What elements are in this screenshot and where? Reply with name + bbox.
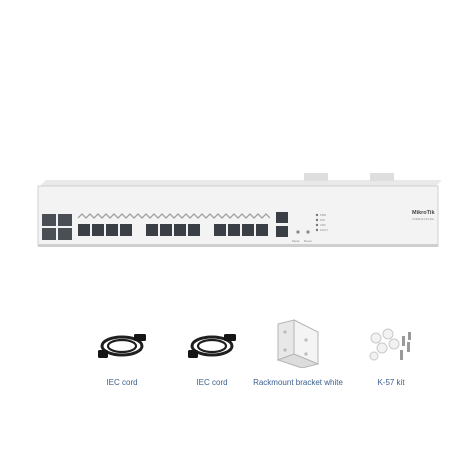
ethernet-port-group	[214, 224, 268, 236]
sfp-port[interactable]	[42, 228, 56, 240]
sfp-port[interactable]	[58, 228, 72, 240]
sfp-cage-group	[42, 214, 72, 240]
sfp-port[interactable]	[42, 214, 56, 226]
ethernet-port[interactable]	[146, 224, 158, 236]
router-bottom-edge	[38, 244, 438, 247]
ethernet-port[interactable]	[256, 224, 268, 236]
router-rear-ear	[370, 173, 394, 181]
usr-led	[315, 223, 319, 227]
router-front-panel	[37, 185, 439, 247]
led-label: USR	[320, 223, 326, 227]
model-label: CCR2116-12G-4S+	[412, 217, 435, 221]
pwr-led	[315, 213, 319, 217]
ethernet-port[interactable]	[188, 224, 200, 236]
ethernet-port[interactable]	[78, 224, 90, 236]
ethernet-port[interactable]	[120, 224, 132, 236]
accessory-label: IEC cord	[106, 378, 138, 387]
mode-button[interactable]	[296, 230, 300, 234]
ethernet-port[interactable]	[160, 224, 172, 236]
accessory-label: Rackmount bracket white	[253, 378, 343, 387]
management-port[interactable]	[276, 212, 288, 223]
led-column: PWR FAN USR FAULT	[315, 213, 328, 232]
rackmount-bracket-icon	[276, 319, 320, 368]
led-label: PWR	[320, 213, 326, 217]
led-label: FAULT	[320, 228, 328, 232]
accessory-label: K-57 kit	[377, 378, 405, 387]
led-label: FAN	[320, 218, 325, 222]
vent-pattern	[77, 213, 271, 219]
ethernet-port[interactable]	[92, 224, 104, 236]
mode-label: Mode	[292, 239, 300, 243]
router-top-surface	[40, 180, 442, 186]
brand-logo: MikroTik	[412, 210, 435, 216]
ethernet-port[interactable]	[228, 224, 240, 236]
fault-led	[315, 228, 319, 232]
reset-button[interactable]	[306, 230, 310, 234]
ethernet-port[interactable]	[106, 224, 118, 236]
accessory-label: IEC cord	[196, 378, 228, 387]
sfp-port[interactable]	[58, 214, 72, 226]
fan-led	[315, 218, 319, 222]
ethernet-port[interactable]	[214, 224, 226, 236]
ethernet-port-group	[78, 224, 132, 236]
reset-label: Reset	[304, 239, 312, 243]
power-cord-icon	[188, 334, 236, 358]
ethernet-port[interactable]	[174, 224, 186, 236]
ethernet-port[interactable]	[242, 224, 254, 236]
power-cord-icon	[98, 334, 146, 358]
router-rear-ear	[304, 173, 328, 181]
management-port[interactable]	[276, 226, 288, 237]
screw-kit-icon	[369, 328, 411, 361]
ethernet-port-group	[146, 224, 200, 236]
